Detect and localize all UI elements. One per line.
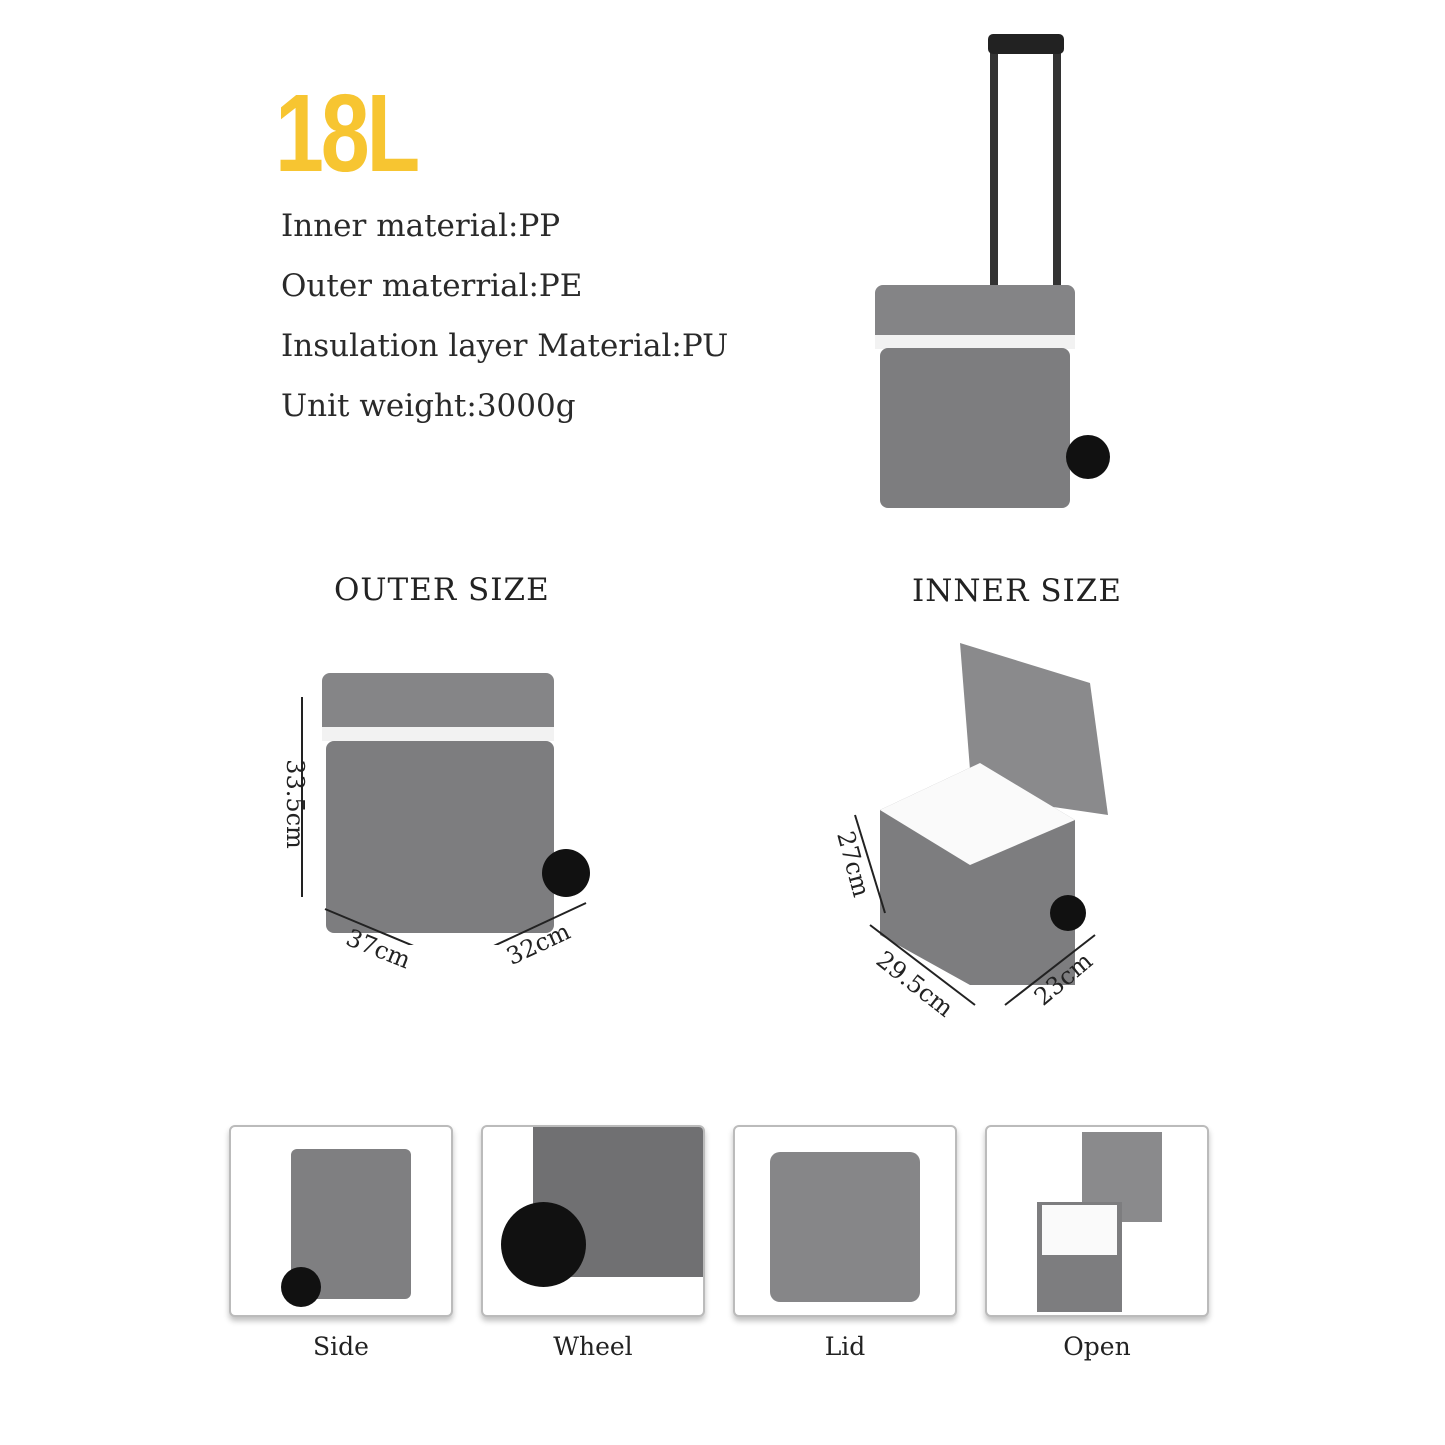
spec-inner: Inner material:PP: [281, 208, 561, 244]
capacity-label: 18L: [275, 72, 420, 195]
spec-insulation: Insulation layer Material:PU: [281, 328, 729, 364]
outer-height: 33.5cm: [280, 759, 309, 849]
thumb-label-open: Open: [1063, 1332, 1131, 1361]
thumb-label-lid: Lid: [824, 1332, 866, 1361]
thumb-lid[interactable]: [733, 1125, 957, 1317]
inner-size-image: [854, 643, 1108, 1006]
thumb-side[interactable]: [229, 1125, 453, 1317]
thumb-label-side: Side: [313, 1332, 369, 1361]
thumb-open[interactable]: [985, 1125, 1209, 1317]
outer-size-image: [301, 673, 590, 945]
outer-size-title: OUTER SIZE: [334, 572, 550, 608]
spec-outer: Outer materrial:PE: [281, 268, 583, 304]
thumb-wheel[interactable]: [481, 1125, 705, 1317]
cooler-trolley-image: [875, 34, 1110, 508]
inner-size-title: INNER SIZE: [912, 573, 1122, 609]
spec-weight: Unit weight:3000g: [281, 388, 576, 424]
thumb-label-wheel: Wheel: [553, 1332, 633, 1361]
